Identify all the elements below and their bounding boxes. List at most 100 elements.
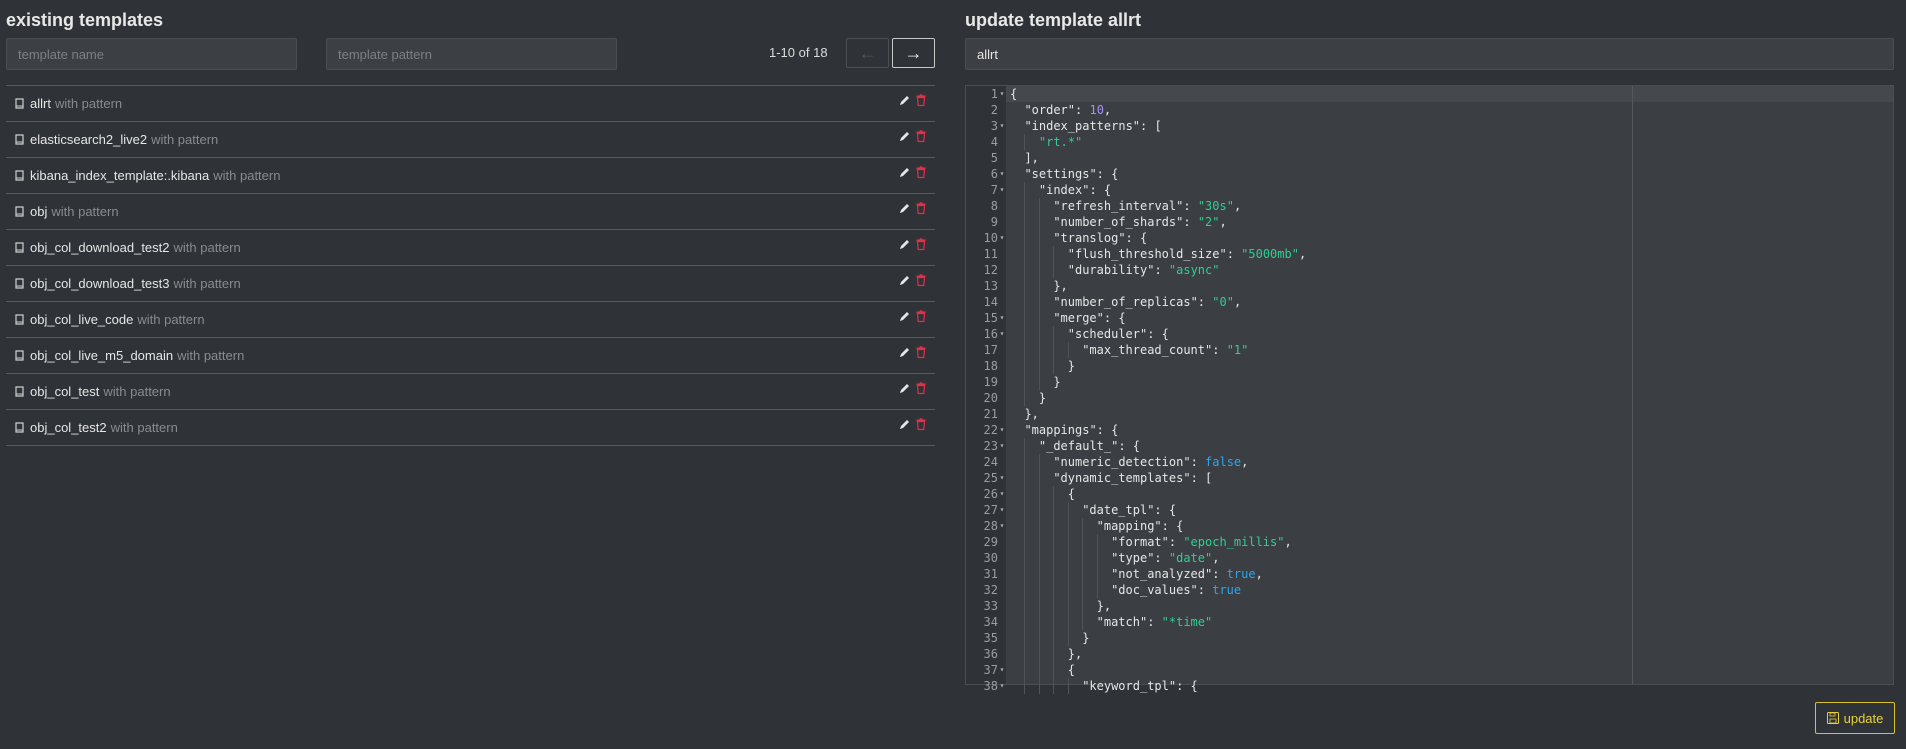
prev-page-button[interactable]: ← [846, 38, 889, 68]
fold-toggle-icon[interactable]: ▾ [999, 185, 1005, 194]
code-line: "_default_": { [1006, 438, 1893, 454]
fold-toggle-icon[interactable]: ▾ [999, 313, 1005, 322]
indent-guide [1038, 534, 1040, 550]
book-icon [15, 350, 24, 361]
template-name[interactable]: elasticsearch2_live2 [30, 132, 148, 147]
pencil-icon[interactable] [899, 382, 911, 394]
trash-icon[interactable] [915, 310, 927, 323]
trash-icon[interactable] [915, 418, 927, 431]
template-pattern-label: with pattern [54, 96, 123, 111]
fold-toggle-icon[interactable]: ▾ [999, 505, 1005, 514]
template-pattern-filter[interactable] [326, 38, 617, 70]
template-name[interactable]: obj_col_download_test2 [30, 240, 170, 255]
existing-templates-heading: existing templates [6, 10, 164, 30]
book-icon [15, 134, 24, 145]
fold-toggle-icon[interactable]: ▾ [999, 425, 1005, 434]
next-page-button[interactable]: → [892, 38, 935, 68]
pencil-icon[interactable] [899, 202, 911, 214]
indent-guide [1096, 550, 1098, 566]
template-name-filter[interactable] [6, 38, 297, 70]
fold-toggle-icon[interactable]: ▾ [999, 89, 1005, 98]
row-actions [899, 202, 927, 215]
trash-icon[interactable] [915, 274, 927, 287]
fold-toggle-icon[interactable]: ▾ [999, 521, 1005, 530]
trash-icon[interactable] [915, 94, 927, 107]
template-name[interactable]: obj [30, 204, 48, 219]
line-number: 22 [983, 423, 998, 437]
indent-guide [1053, 598, 1055, 614]
indent-guide [1024, 374, 1026, 390]
code-line: } [1006, 358, 1893, 374]
fold-toggle-icon[interactable]: ▾ [999, 489, 1005, 498]
template-name[interactable]: obj_col_live_m5_domain [30, 348, 174, 363]
code-token: "mapping": { [1096, 519, 1184, 533]
indent-guide [1067, 598, 1069, 614]
trash-icon[interactable] [915, 238, 927, 251]
editor-code-area[interactable]: {"order": 10,"index_patterns": ["rt.*"],… [1006, 86, 1893, 694]
indent-guide [1038, 566, 1040, 582]
indent-guide [1038, 342, 1040, 358]
fold-toggle-icon[interactable]: ▾ [999, 441, 1005, 450]
json-editor[interactable]: {"order": 10,"index_patterns": ["rt.*"],… [965, 85, 1894, 694]
pencil-icon[interactable] [899, 130, 911, 142]
update-button[interactable]: update [1815, 702, 1895, 734]
trash-icon[interactable] [915, 382, 927, 395]
fold-toggle-icon[interactable]: ▾ [999, 681, 1005, 690]
line-number: 32 [983, 583, 998, 597]
template-name[interactable]: obj_col_test [30, 384, 100, 399]
fold-toggle-icon[interactable]: ▾ [999, 665, 1005, 674]
code-line: { [1006, 486, 1893, 502]
fold-toggle-icon[interactable]: ▾ [999, 329, 1005, 338]
template-name-input[interactable] [965, 38, 1894, 70]
indent-guide [1038, 454, 1040, 470]
trash-icon[interactable] [915, 346, 927, 359]
line-number: 17 [983, 343, 998, 357]
indent-guide [1082, 614, 1084, 630]
code-token: { [1067, 487, 1075, 501]
trash-icon[interactable] [915, 130, 927, 143]
row-actions [899, 130, 927, 143]
indent-guide [1053, 614, 1055, 630]
trash-icon[interactable] [915, 166, 927, 179]
template-pattern-label: with pattern [213, 168, 281, 183]
code-token: "format": [1111, 535, 1184, 549]
indent-guide [1024, 438, 1026, 454]
line-number: 27 [983, 503, 998, 517]
indent-guide [1038, 214, 1040, 230]
template-name[interactable]: kibana_index_template:.kibana [30, 168, 210, 183]
code-token: "async" [1168, 263, 1220, 277]
pencil-icon[interactable] [899, 166, 911, 178]
template-name[interactable]: obj_col_download_test3 [30, 276, 170, 291]
book-icon [15, 422, 24, 433]
template-name[interactable]: allrt [30, 96, 51, 111]
pencil-icon[interactable] [899, 94, 911, 106]
code-token: "translog": { [1053, 231, 1148, 245]
pencil-icon[interactable] [899, 310, 911, 322]
code-line: "not_analyzed": true, [1006, 566, 1893, 582]
pencil-icon[interactable] [899, 274, 911, 286]
pencil-icon[interactable] [899, 238, 911, 250]
fold-toggle-icon[interactable]: ▾ [999, 233, 1005, 242]
template-name[interactable]: obj_col_test2 [30, 420, 107, 435]
pencil-icon[interactable] [899, 418, 911, 430]
line-number: 2 [990, 103, 998, 117]
fold-toggle-icon[interactable]: ▾ [999, 121, 1005, 130]
template-name[interactable]: obj_col_live_code [30, 312, 134, 327]
code-line: "doc_values": true [1006, 582, 1893, 598]
fold-toggle-icon[interactable]: ▾ [999, 169, 1005, 178]
indent-guide [1024, 326, 1026, 342]
fold-toggle-icon[interactable]: ▾ [999, 473, 1005, 482]
trash-icon[interactable] [915, 202, 927, 215]
pencil-icon[interactable] [899, 346, 911, 358]
indent-guide [1082, 518, 1084, 534]
